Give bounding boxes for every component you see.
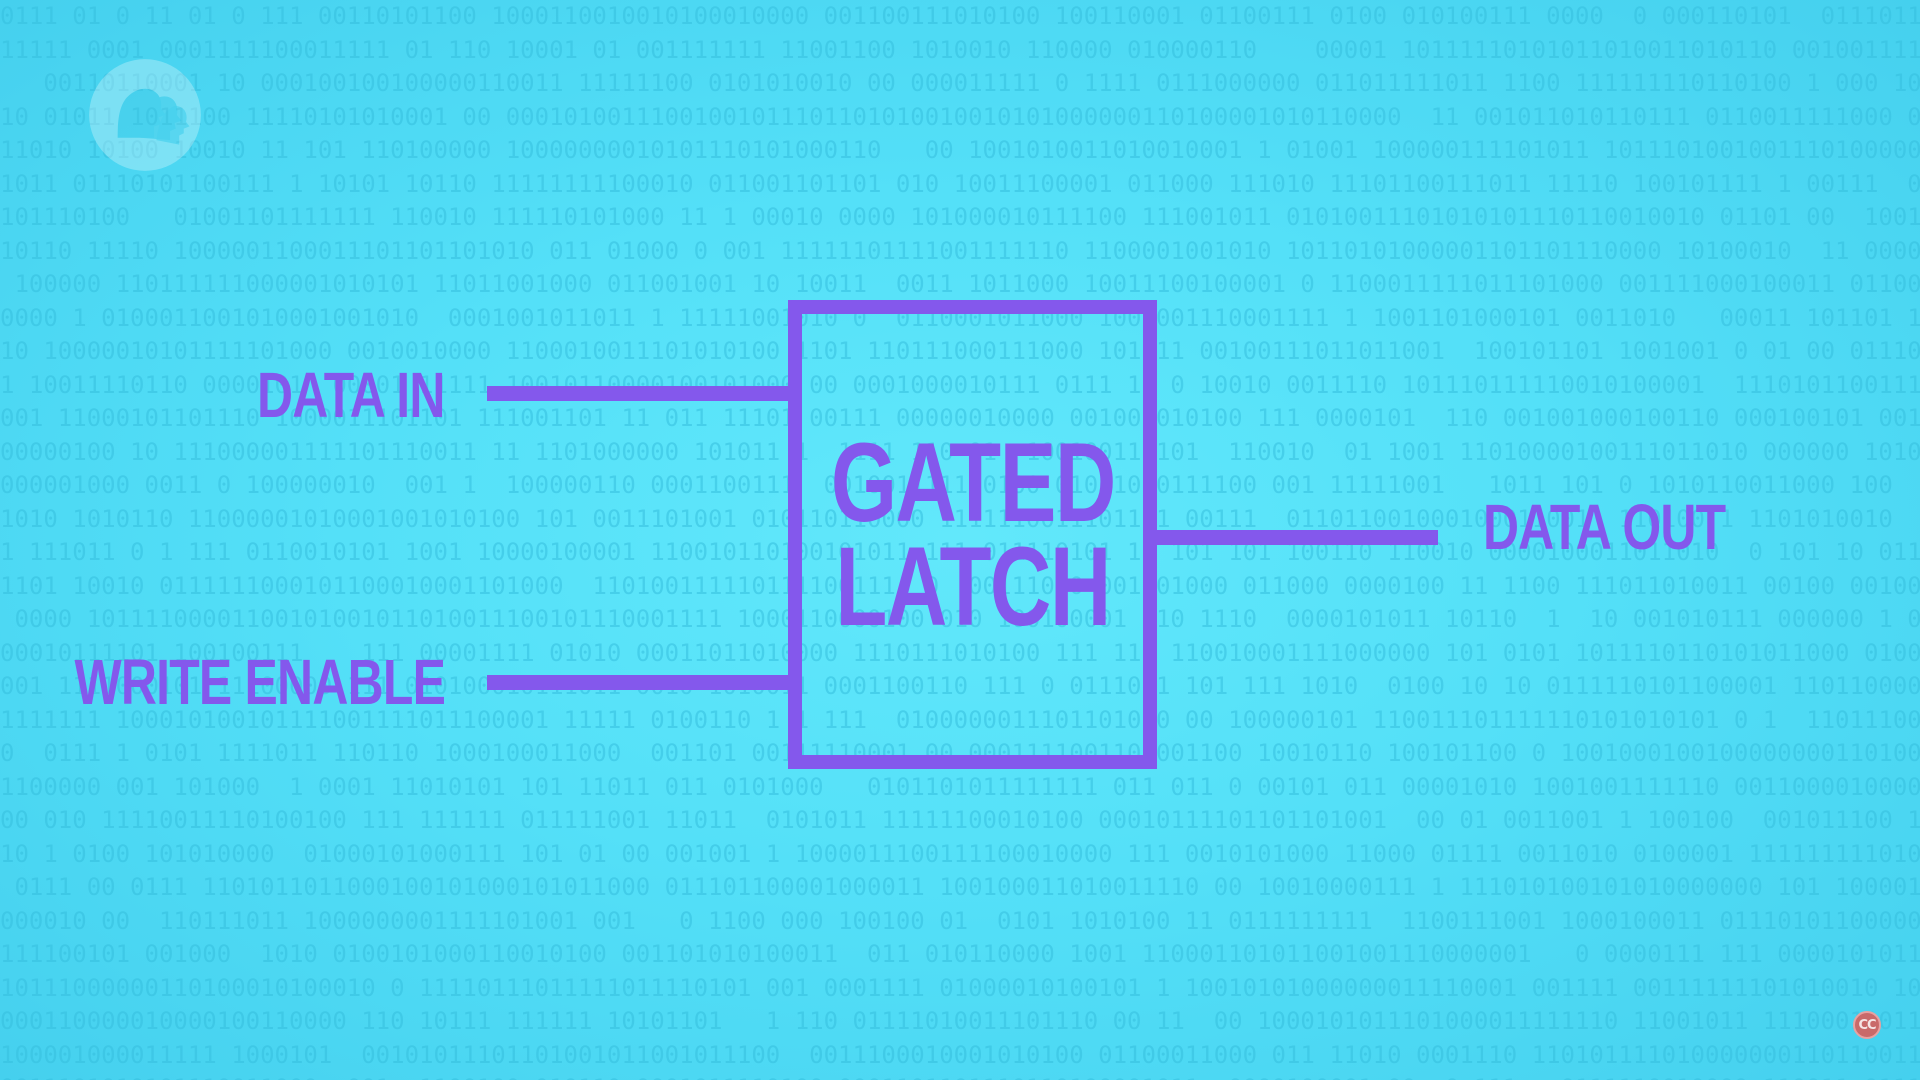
gated-latch-box: GATED LATCH: [788, 300, 1157, 769]
latch-title: GATED LATCH: [802, 314, 1143, 755]
write-enable-label: WRITE ENABLE: [74, 646, 445, 718]
data-in-wire: [487, 386, 790, 401]
data-out-wire: [1155, 530, 1438, 545]
latch-title-line-2: LATCH: [835, 523, 1111, 649]
pbs-logo-icon: [89, 59, 201, 171]
data-out-label: DATA OUT: [1483, 491, 1726, 563]
closed-caption-badge-icon: CC: [1853, 1011, 1881, 1039]
write-enable-wire: [487, 675, 790, 690]
latch-title-line-1: GATED: [830, 419, 1116, 545]
data-in-label: DATA IN: [257, 359, 445, 431]
